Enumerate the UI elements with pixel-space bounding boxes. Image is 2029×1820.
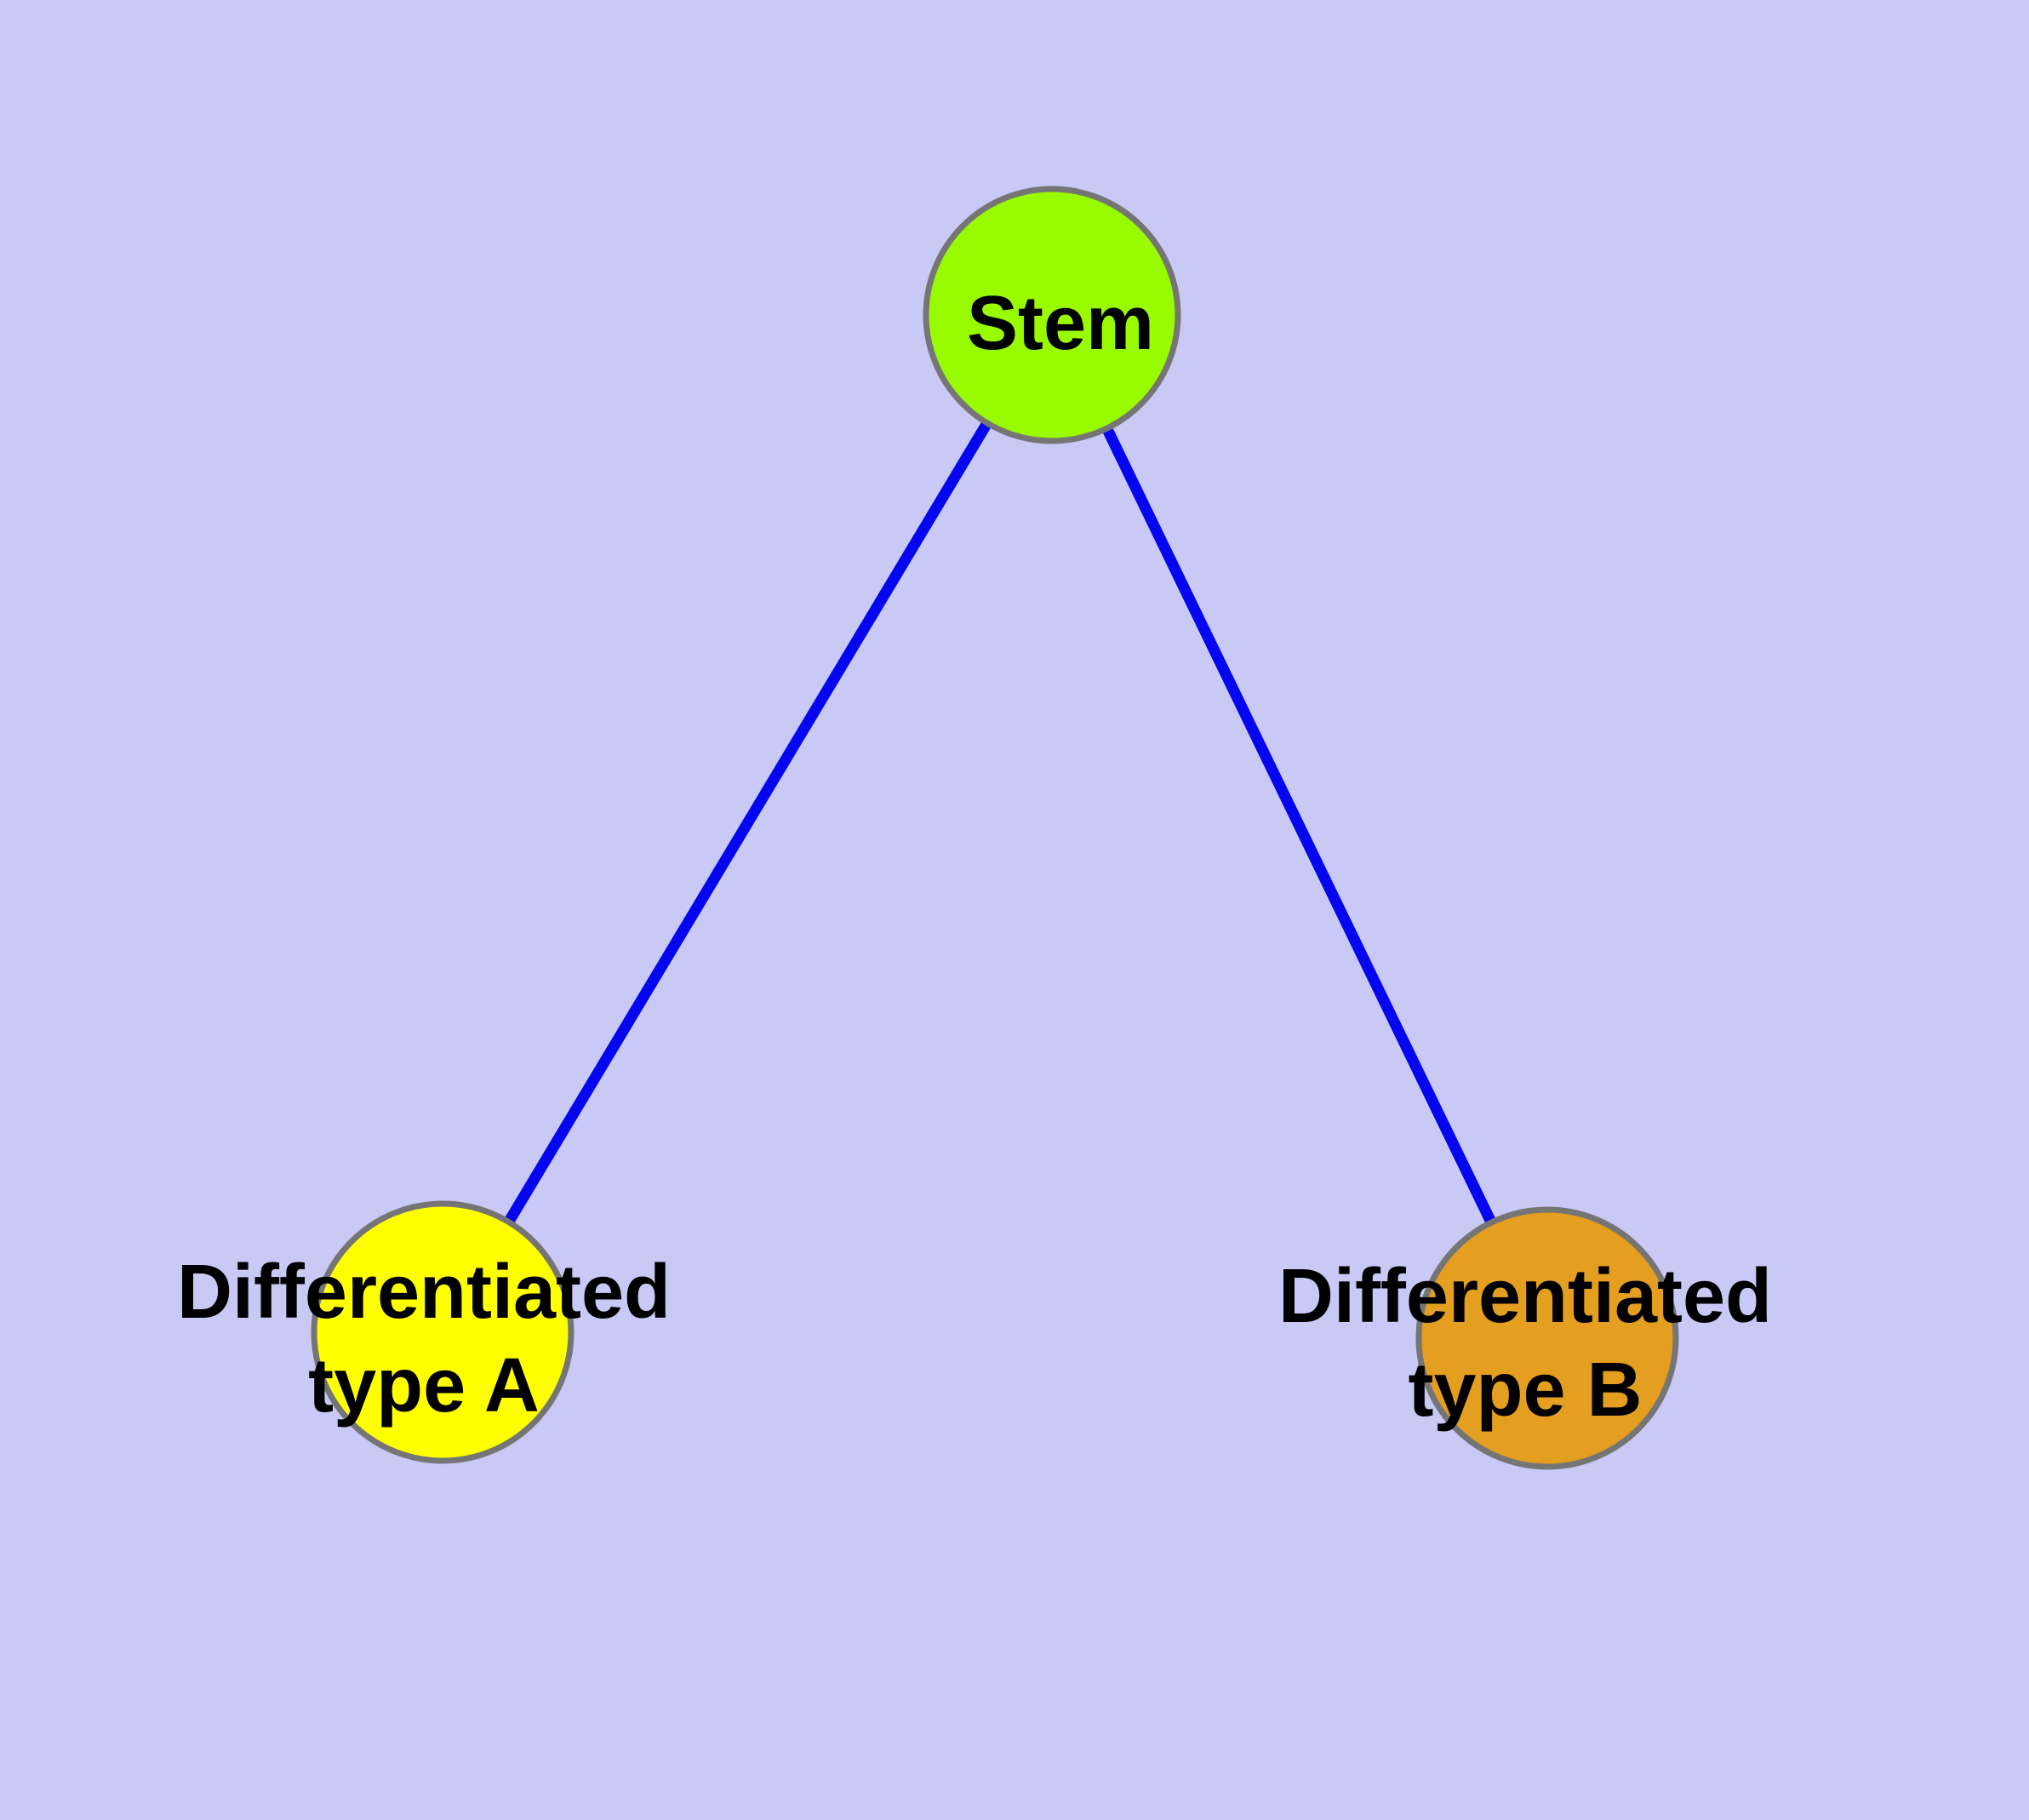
edge-stem-to-type-b	[1047, 312, 1552, 1341]
type-a-node-circle	[311, 1200, 574, 1464]
type-a-node: Differentiated type A	[177, 1200, 671, 1464]
stem-node: Stem	[923, 186, 1181, 444]
type-b-node-label-line2: type B	[1408, 1348, 1642, 1433]
type-b-node-label-line1: Differentiated	[1278, 1254, 1772, 1339]
edge-stem-to-type-a	[437, 312, 1057, 1336]
stem-node-circle	[923, 186, 1181, 444]
stem-node-label: Stem	[967, 281, 1154, 366]
type-b-node: Differentiated type B	[1278, 1206, 1772, 1470]
type-a-node-label-line1: Differentiated	[177, 1250, 671, 1335]
type-a-node-label-line2: type A	[308, 1343, 540, 1428]
type-b-node-circle	[1415, 1206, 1679, 1470]
